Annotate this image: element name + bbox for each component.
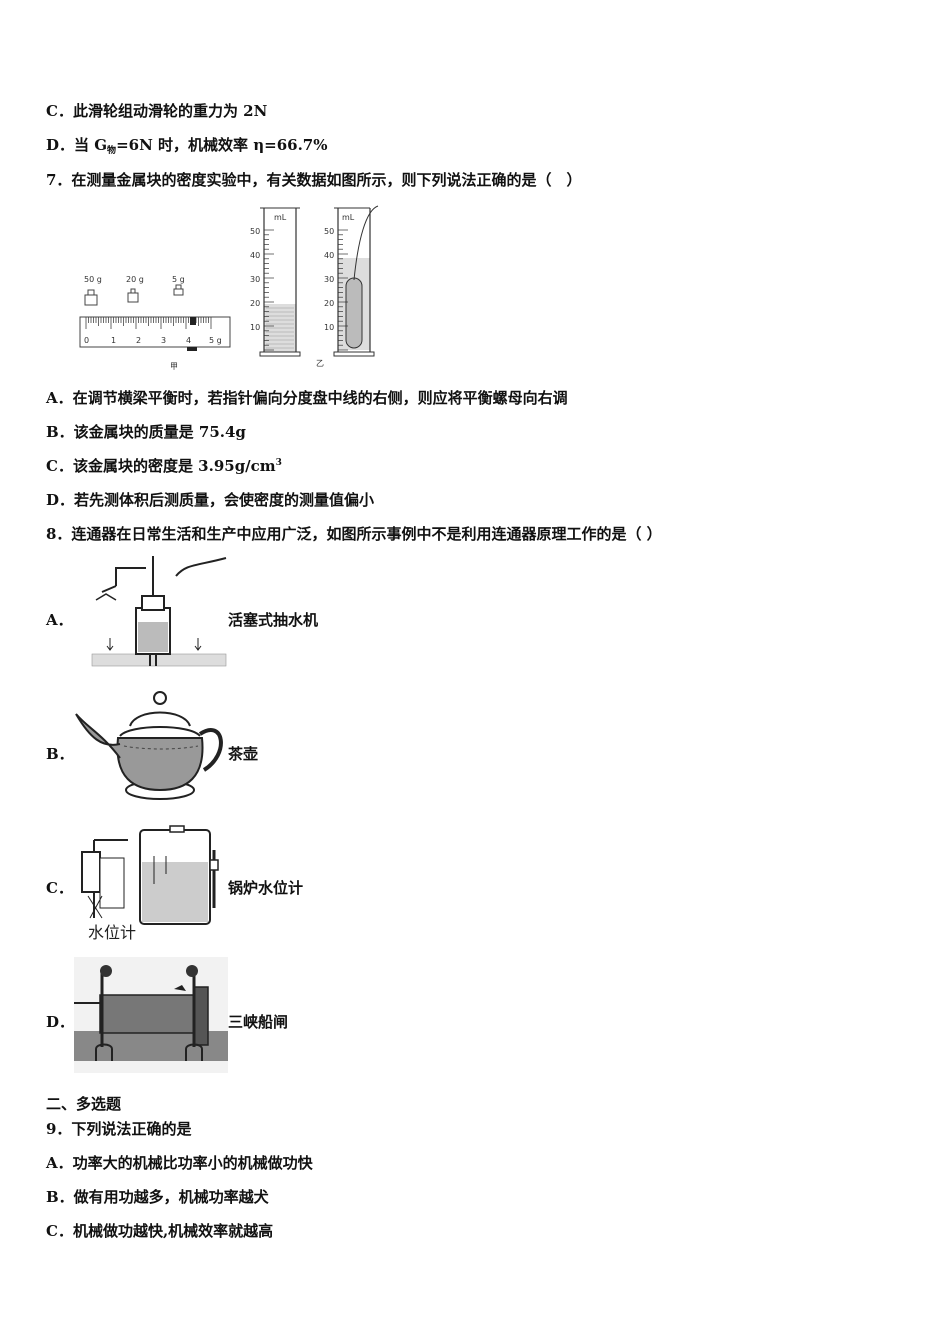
weight-label-50g: 50 g — [84, 275, 102, 284]
q7-option-a: A．在调节横梁平衡时，若指针偏向分度盘中线的右侧，则应将平衡螺母向右调 — [46, 389, 568, 407]
cyl1-tick-20: 20 — [250, 299, 260, 308]
cyl2-tick-30: 30 — [324, 275, 334, 284]
cyl1-tick-40: 40 — [250, 251, 260, 260]
q9-option-c: C．机械做功越快,机械效率就越高 — [46, 1222, 274, 1240]
boiler-gauge-icon: 水位计 — [81, 825, 219, 942]
q9-option-a: A．功率大的机械比功率小的机械做功快 — [46, 1154, 313, 1172]
weight-5g-icon — [173, 284, 184, 296]
q8-option-c-caption: 锅炉水位计 — [228, 879, 304, 897]
scale-tick-5g: 5 g — [209, 336, 222, 345]
q8-option-b-label: B． — [46, 745, 74, 763]
q7-figure-cylinders: mL 50 40 30 20 10 mL 50 40 30 20 10 乙 — [250, 205, 379, 368]
scale-tick-1: 1 — [111, 336, 116, 345]
string-icon — [353, 205, 379, 281]
section-title: 二、多选题 — [46, 1095, 122, 1113]
cylinder-2: mL 50 40 30 20 10 — [324, 205, 379, 357]
q6-option-d-prefix: D．当 G — [46, 136, 108, 154]
figure-label-yi: 乙 — [316, 359, 324, 368]
q8-stem: 8．连通器在日常生活和生产中应用广泛，如图所示事例中不是利用连通器原理工作的是（… — [46, 525, 662, 543]
scale-tick-2: 2 — [136, 336, 141, 345]
q8-option-d-label: D． — [46, 1013, 75, 1031]
cyl1-tick-50: 50 — [250, 227, 260, 236]
weight-label-5g: 5 g — [172, 275, 185, 284]
weight-label-20g: 20 g — [126, 275, 144, 284]
q8-option-a-caption: 活塞式抽水机 — [228, 611, 319, 629]
weight-50g-icon — [84, 289, 98, 306]
balance-scale-ruler: 0 1 2 3 4 5 g — [79, 316, 231, 351]
cylinder-1: mL 50 40 30 20 10 — [250, 207, 301, 357]
q8-option-a-label: A． — [46, 611, 73, 629]
cyl2-tick-20: 20 — [324, 299, 334, 308]
cyl2-tick-40: 40 — [324, 251, 334, 260]
q8-option-c-label: C． — [46, 879, 73, 897]
q6-option-c: C．此滑轮组动滑轮的重力为 2N — [46, 102, 268, 120]
q9-stem: 9．下列说法正确的是 — [46, 1120, 192, 1138]
q6-option-d-suffix: =6N 时，机械效率 η=66.7% — [116, 136, 328, 154]
piston-pump-icon — [91, 556, 227, 667]
q8-option-d-caption: 三峡船闸 — [228, 1013, 289, 1031]
cyl2-tick-10: 10 — [324, 323, 334, 332]
cylinder-1-unit: mL — [274, 213, 287, 222]
q6-option-d-subscript: 物 — [107, 146, 117, 156]
q7-option-c-superscript: 3 — [275, 458, 282, 468]
metal-block-icon — [345, 277, 363, 349]
weight-20g-icon — [127, 288, 139, 303]
q6-option-d: D．当 G物=6N 时，机械效率 η=66.7% — [46, 135, 327, 158]
cylinder-2-unit: mL — [342, 213, 355, 222]
q7-option-b: B．该金属块的质量是 75.4g — [46, 423, 246, 441]
q7-option-c-text: C．该金属块的密度是 3.95g/cm — [46, 457, 276, 475]
ship-lock-icon — [74, 957, 228, 1073]
gauge-figure-label: 水位计 — [88, 923, 136, 942]
q8-option-b-caption: 茶壶 — [228, 745, 259, 763]
q7-stem: 7．在测量金属块的密度实验中，有关数据如图所示，则下列说法正确的是（ ） — [46, 171, 582, 189]
cyl1-tick-10: 10 — [250, 323, 260, 332]
scale-tick-0: 0 — [84, 336, 89, 345]
q9-option-b: B．做有用功越多，机械功率越犬 — [46, 1188, 269, 1206]
scale-tick-3: 3 — [161, 336, 166, 345]
teapot-icon — [75, 691, 223, 800]
cyl1-tick-30: 30 — [250, 275, 260, 284]
scale-tick-4: 4 — [186, 336, 191, 345]
q7-option-d: D．若先测体积后测质量，会使密度的测量值偏小 — [46, 491, 375, 509]
rider-marker — [190, 317, 196, 325]
figure-label-jia: 甲 — [170, 362, 178, 371]
cyl2-tick-50: 50 — [324, 227, 334, 236]
q7-figure-balance: 50 g 20 g 5 g 0 1 2 3 4 5 g 甲 — [79, 275, 231, 371]
q7-option-c: C．该金属块的密度是 3.95g/cm3 — [46, 456, 282, 479]
